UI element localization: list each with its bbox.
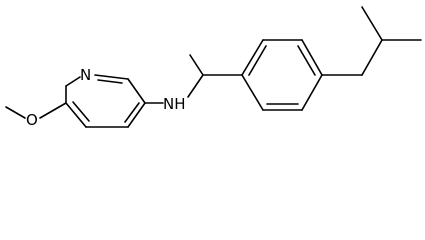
bond-ch2-ch [361, 39, 383, 76]
bond-c3-c4-inner [124, 102, 140, 123]
bond-b3-b4 [301, 39, 323, 76]
bond-n-ch [187, 74, 204, 98]
bond-n1-c2-inner [97, 79, 123, 84]
bond-b4-b5 [301, 74, 323, 111]
atom-label-oxygen: O [26, 111, 38, 129]
molecule-structure: N NH O [5, 6, 422, 129]
bond-c3-c4 [127, 102, 146, 128]
bond-b1-b2 [241, 39, 264, 76]
pyridine-ring [65, 74, 146, 128]
bond-c5-c6-inner [72, 101, 90, 122]
amine-linker [144, 54, 243, 104]
methoxy-group [5, 102, 67, 119]
bond-n1-c2 [94, 74, 129, 80]
isobutyl-group [321, 6, 422, 76]
molecule-diagram: N NH O [5, 6, 422, 129]
bond-c6-n1 [65, 76, 81, 87]
bond-c2-c3 [127, 78, 146, 104]
bond-ch-ch3a [361, 6, 383, 41]
bond-b1-b2-inner [248, 45, 267, 76]
bond-b6-b1 [241, 74, 264, 111]
bond-b3-b4-inner [297, 45, 316, 76]
benzene-ring [241, 39, 323, 111]
bond-ch-methyl [189, 54, 204, 76]
atom-label-ring-nitrogen: N [80, 66, 91, 84]
bond-c5-c6 [65, 102, 87, 128]
bond-c6-o [39, 102, 67, 119]
bond-o-ch3 [5, 106, 26, 119]
atom-label-amine: NH [163, 95, 186, 113]
